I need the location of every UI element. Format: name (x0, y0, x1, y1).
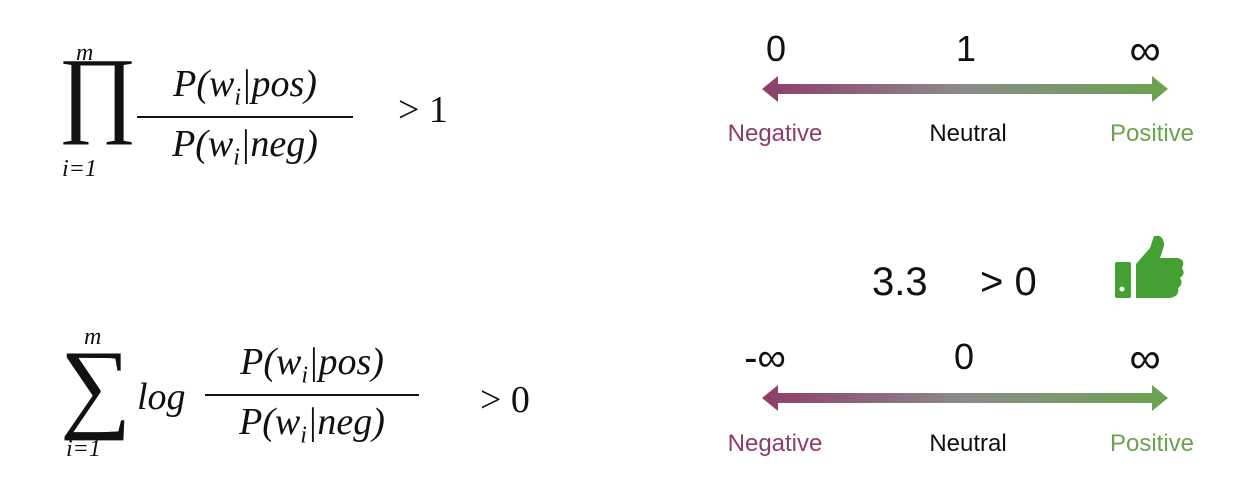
result-comparison: > 0 (980, 260, 1037, 304)
tick-middle: 0 (953, 336, 975, 377)
sum-operator: ∑ (60, 330, 132, 441)
log-denominator: P(wi|neg) (239, 400, 385, 449)
label-negative: Negative (727, 430, 823, 457)
result-value: 3.3 (872, 260, 928, 304)
product-operator: ∏ (58, 38, 138, 145)
log-comparison: > 0 (480, 379, 530, 421)
log-prefix: log (137, 376, 186, 418)
label-neutral: Neutral (929, 430, 1007, 457)
product-lower-bound: i=1 (62, 156, 97, 182)
double-arrow (762, 76, 1168, 102)
label-positive: Positive (1109, 120, 1195, 147)
fraction-bar (205, 393, 419, 396)
thumbs-up-icon (1115, 235, 1184, 298)
label-negative: Negative (727, 120, 823, 147)
tick-right: ∞ (1129, 334, 1161, 383)
log-numerator: P(wi|pos) (240, 341, 384, 389)
product-comparison: > 1 (398, 89, 448, 131)
sum-lower-bound: i=1 (66, 436, 101, 462)
double-arrow (762, 385, 1168, 411)
label-positive: Positive (1109, 430, 1195, 457)
product-numerator: P(wi|pos) (173, 63, 317, 111)
tick-middle: 1 (955, 28, 977, 69)
tick-left: -∞ (744, 336, 786, 380)
product-denominator: P(wi|neg) (172, 122, 318, 171)
sum-upper-bound: m (84, 324, 102, 350)
product-fraction: P(wi|pos) P(wi|neg) (137, 62, 353, 171)
product-upper-bound: m (76, 40, 94, 66)
log-fraction: P(wi|pos) P(wi|neg) (205, 340, 419, 449)
label-neutral: Neutral (929, 120, 1007, 147)
tick-left: 0 (765, 28, 787, 69)
fraction-bar (137, 115, 353, 118)
tick-right: ∞ (1129, 26, 1161, 75)
